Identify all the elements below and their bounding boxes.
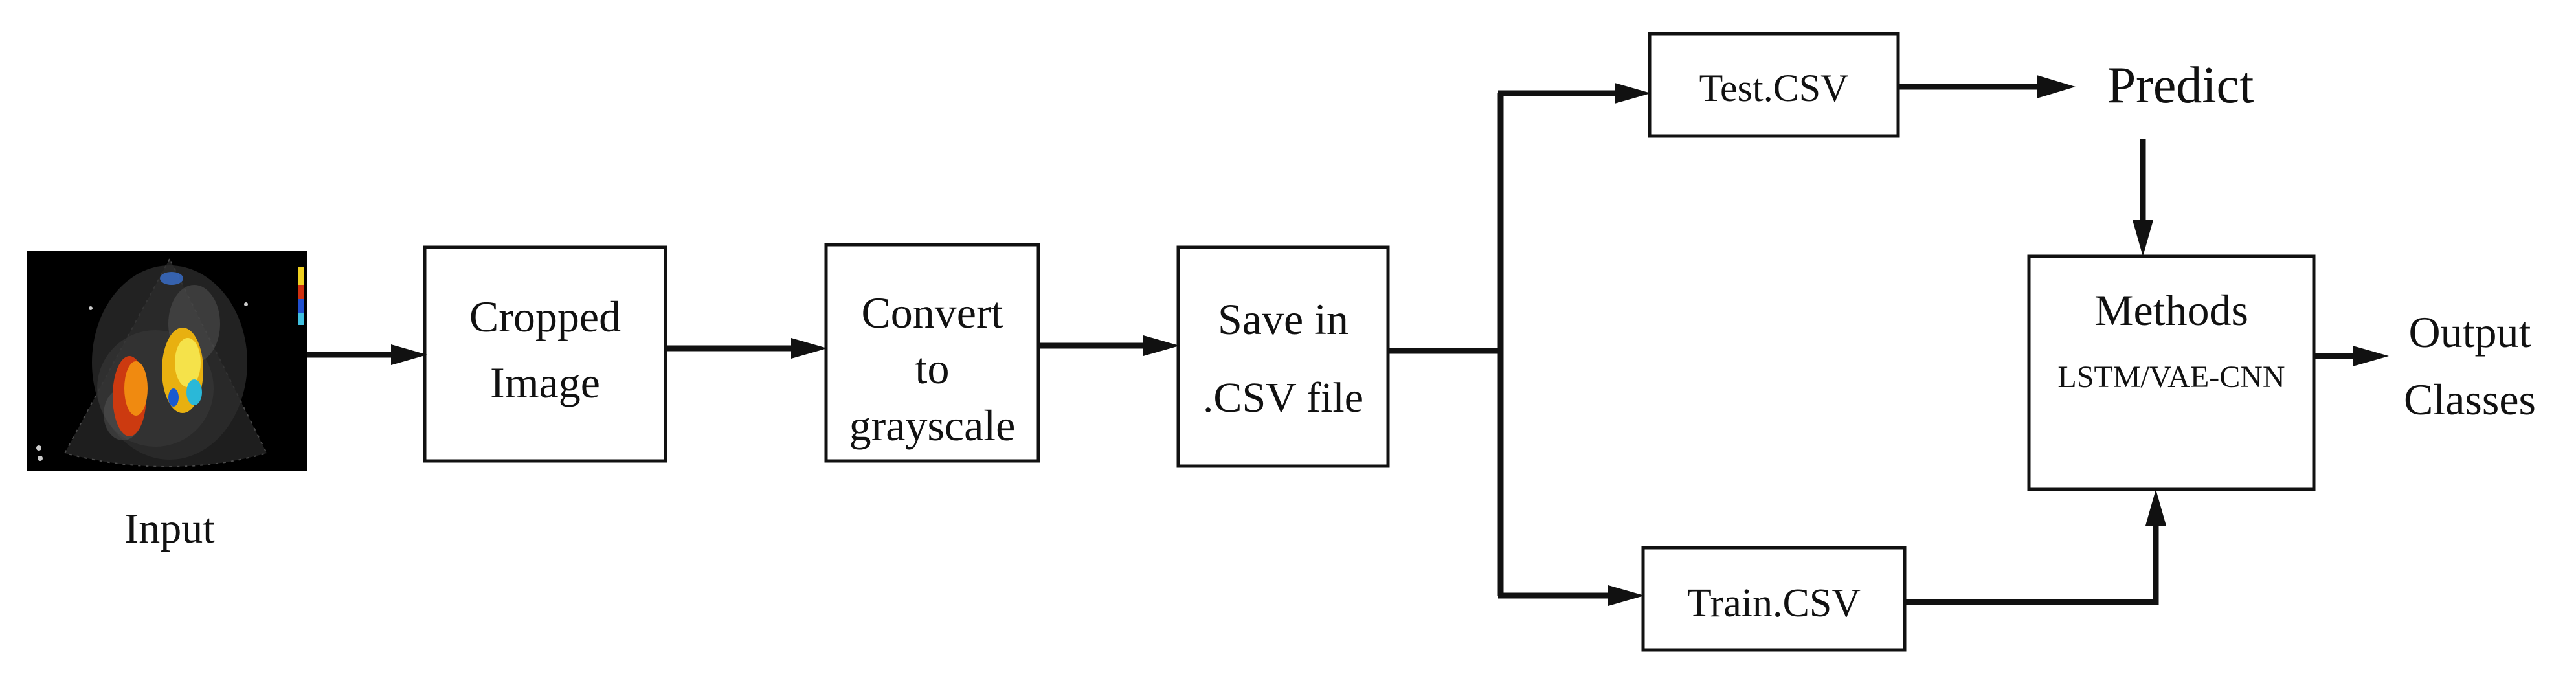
methods-subtitle: LSTM/VAE-CNN [2057, 360, 2285, 394]
train-csv-box: Train.CSV [1641, 546, 1907, 652]
arrow-train-to-methods [1905, 489, 2166, 605]
save-line-1: Save in [1218, 295, 1349, 344]
arrow-input-to-cropped [307, 344, 427, 365]
save-csv-box: Save in .CSV file [1176, 245, 1390, 468]
grayscale-line-1: Convert [861, 288, 1003, 337]
methods-title: Methods [2094, 286, 2248, 335]
connector-save-to-split [1388, 93, 1504, 596]
input-image [27, 251, 307, 471]
test-csv-label: Test.CSV [1699, 67, 1849, 109]
output-line-1: Output [2409, 308, 2531, 357]
arrow-methods-to-output [2314, 346, 2389, 366]
arrow-grayscale-to-save [1038, 335, 1180, 356]
arrow-cropped-to-grayscale [666, 338, 827, 359]
save-line-2: .CSV file [1203, 374, 1363, 421]
predict-label: Predict [2107, 57, 2254, 114]
cropped-image-box: Cropped Image [423, 245, 667, 463]
train-csv-label: Train.CSV [1687, 581, 1861, 625]
input-label: Input [124, 505, 214, 552]
grayscale-line-3: grayscale [849, 401, 1016, 450]
arrow-split-to-test [1498, 83, 1651, 104]
arrow-test-to-predict [1898, 75, 2076, 98]
cropped-line-2: Image [490, 358, 600, 407]
grayscale-box: Convert to grayscale [824, 243, 1040, 463]
cropped-line-1: Cropped [469, 292, 621, 341]
test-csv-box: Test.CSV [1648, 32, 1900, 138]
arrow-predict-to-methods [2133, 139, 2153, 256]
grayscale-line-2: to [915, 344, 950, 393]
arrow-split-to-train [1498, 585, 1644, 606]
methods-box: Methods LSTM/VAE-CNN [2027, 254, 2316, 491]
output-line-2: Classes [2404, 375, 2536, 424]
